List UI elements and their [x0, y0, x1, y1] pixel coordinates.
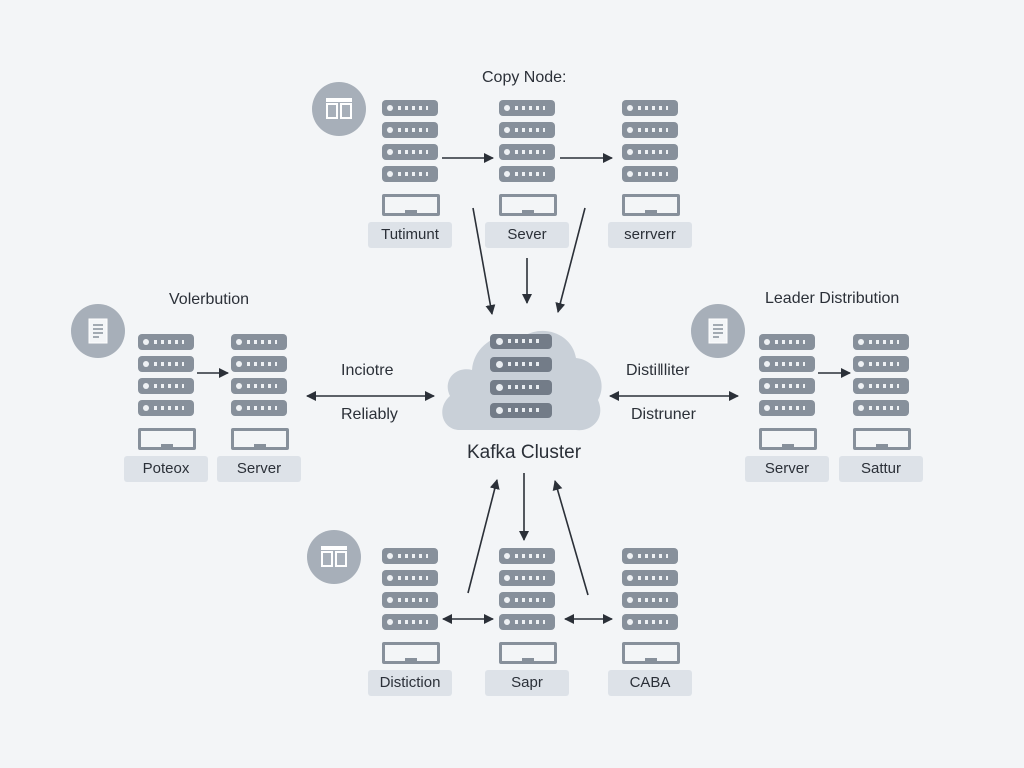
monitor-icon: [382, 642, 440, 664]
edge-label-left-1: Inciotre: [341, 362, 394, 379]
monitor-icon: [499, 194, 557, 216]
monitor-icon: [499, 642, 557, 664]
monitor-icon: [853, 428, 911, 450]
monitor-icon: [138, 428, 196, 450]
document-icon: [71, 304, 125, 358]
edge-top-1-to-cluster: [472, 207, 496, 315]
edge-label-left-2: Reliably: [341, 406, 398, 423]
server-node-label: serrverr: [608, 222, 692, 248]
server-node-label: Sever: [485, 222, 569, 248]
edge-bottom-3-to-cluster: [552, 480, 589, 596]
server-node-label: Distiction: [368, 670, 452, 696]
edge-top-3-to-cluster: [555, 207, 586, 313]
monitor-icon: [759, 428, 817, 450]
server-node-label: Sapr: [485, 670, 569, 696]
left-section-title: Volerbution: [169, 291, 250, 308]
dual-server-icon: [307, 530, 361, 584]
monitor-icon: [622, 194, 680, 216]
server-node-label: Tutimunt: [368, 222, 452, 248]
edge-label-right-1: Distiǁliter: [626, 362, 690, 379]
server-node-label: Poteox: [124, 456, 208, 482]
server-node-label: Server: [745, 456, 829, 482]
right-section-title: Leader Distribution: [765, 290, 900, 307]
header-title: Copy Node:: [482, 69, 567, 86]
server-node-label: Server: [217, 456, 301, 482]
server-node-label: Sattur: [839, 456, 923, 482]
edge-label-right-2: Distruner: [631, 406, 696, 423]
document-icon: [691, 304, 745, 358]
cluster-label: Kafka Cluster: [467, 442, 582, 463]
monitor-icon: [622, 642, 680, 664]
monitor-icon: [231, 428, 289, 450]
dual-server-icon: [312, 82, 366, 136]
monitor-icon: [382, 194, 440, 216]
edge-bottom-1-to-cluster: [467, 479, 500, 594]
server-node-label: CABA: [608, 670, 692, 696]
